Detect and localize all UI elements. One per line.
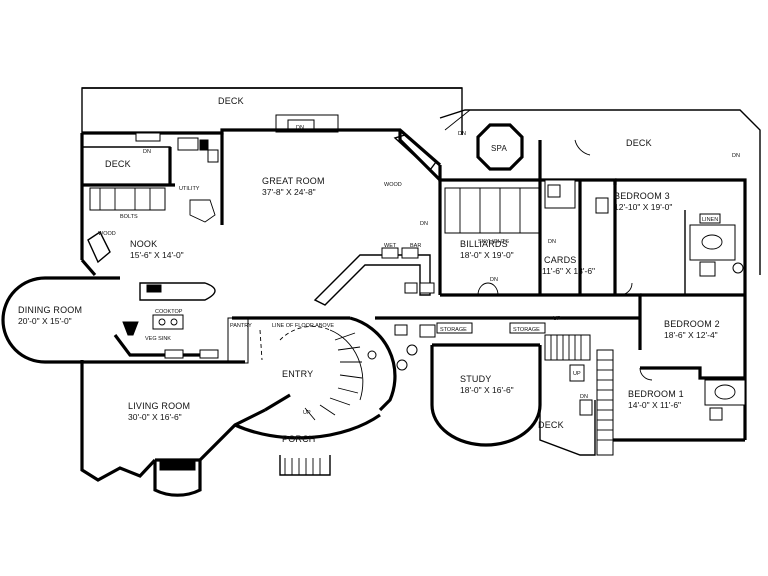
entry-hall-extras [367, 350, 408, 371]
porch: PORCH [234, 413, 381, 476]
billiards-cards: SKYLIGHTS BILLIARDS 18'-0" X 19'-0" DN D… [420, 139, 595, 296]
svg-text:STORAGE: STORAGE [513, 327, 540, 333]
porch-name: PORCH [282, 434, 316, 444]
svg-text:LINE OF FLOOR ABOVE: LINE OF FLOOR ABOVE [272, 323, 334, 329]
deck-bottom-label: DECK [538, 420, 564, 430]
deck-right-label: DECK [626, 138, 652, 148]
svg-text:DN: DN [143, 149, 151, 155]
svg-text:UP: UP [553, 316, 561, 322]
deck-bottom: DECK DN UP [538, 349, 614, 456]
dining-room-dim: 20'-0" X 15'-0" [18, 316, 72, 326]
bedroom1-dim: 14'-0" X 11'-6" [628, 400, 681, 410]
svg-text:VEG SINK: VEG SINK [145, 336, 171, 342]
great-room-dim: 37'-8" X 24'-8" [262, 187, 316, 197]
svg-text:UP: UP [303, 410, 311, 416]
spa: SPA DN [444, 109, 524, 171]
svg-text:DN: DN [490, 277, 498, 283]
bedroom1-name: BEDROOM 1 [628, 389, 684, 399]
secondary-stair [544, 334, 591, 361]
dining-room-name: DINING ROOM [18, 305, 82, 315]
svg-text:WOOD: WOOD [98, 231, 116, 237]
deck-top: DN [81, 87, 463, 135]
great-room-name: GREAT ROOM [262, 176, 325, 186]
svg-text:DN: DN [420, 221, 428, 227]
svg-text:COOKTOP: COOKTOP [155, 309, 183, 315]
svg-text:LINEN: LINEN [702, 217, 718, 223]
spa-name: SPA [491, 144, 507, 153]
svg-text:PANTRY: PANTRY [230, 323, 252, 329]
svg-text:DN: DN [296, 125, 304, 131]
billiards-name: BILLIARDS [460, 239, 508, 249]
living-room-name: LIVING ROOM [128, 401, 190, 411]
bolts-closets: BOLTS [89, 187, 166, 220]
svg-text:UTILITY: UTILITY [179, 186, 200, 192]
bedroom-2: BEDROOM 2 18'-6" X 12'-4" [619, 282, 720, 340]
deck-top-label: DECK [218, 96, 244, 106]
svg-text:DN: DN [580, 394, 588, 400]
cards-dim: 11'-6" X 13'-6" [542, 266, 595, 276]
nook-dim: 15'-6" X 14'-0" [130, 250, 184, 260]
svg-text:DN: DN [458, 131, 466, 137]
bedroom-1: BEDROOM 1 14'-0" X 11'-6" [628, 367, 746, 421]
svg-text:BAR: BAR [410, 243, 421, 249]
study-name: STUDY [460, 374, 492, 384]
bedroom2-dim: 18'-6" X 12'-4" [664, 330, 718, 340]
bedroom2-name: BEDROOM 2 [664, 319, 720, 329]
main-corridor: STORAGE STORAGE UP [232, 316, 640, 361]
exterior-stair [596, 349, 614, 456]
deck-left-label: DECK [105, 159, 131, 169]
bedroom3-dim: 12'-10" X 19'-0" [614, 202, 672, 212]
great-room: WOOD GREAT ROOM 37'-8" X 24'-8" WET BAR [220, 130, 442, 306]
bedroom3-name: BEDROOM 3 [614, 191, 670, 201]
cards-name: CARDS [544, 255, 577, 265]
nook: WOOD NOOK 15'-6" X 14'-0" COOKTOP VEG SI… [87, 230, 263, 364]
svg-text:BOLTS: BOLTS [120, 214, 138, 220]
bedroom-3: BEDROOM 3 12'-10" X 19'-0" LINEN [595, 180, 744, 295]
study: STUDY 18'-0" X 16'-6" [430, 343, 542, 447]
svg-text:WET: WET [384, 243, 397, 249]
exterior-walls [80, 109, 761, 482]
svg-text:SKYLIGHTS: SKYLIGHTS [478, 239, 509, 245]
deck-left-area: DECK DN UTILITY BOLTS [82, 132, 219, 223]
svg-text:STORAGE: STORAGE [440, 327, 467, 333]
study-dim: 18'-0" X 16'-6" [460, 385, 514, 395]
entry: LINE OF FLOOR ABOVE ENTRY UP [264, 316, 397, 421]
deck-right: DECK DN [626, 138, 740, 159]
dining-room: DINING ROOM 20'-0" X 15'-0" [1, 276, 139, 364]
svg-text:WOOD: WOOD [384, 182, 402, 188]
living-room-dim: 30'-0" X 16'-6" [128, 412, 182, 422]
svg-text:DN: DN [732, 153, 740, 159]
svg-text:DN: DN [548, 239, 556, 245]
billiards-dim: 18'-0" X 19'-0" [460, 250, 514, 260]
nook-name: NOOK [130, 239, 157, 249]
entry-name: ENTRY [282, 369, 313, 379]
svg-text:UP: UP [573, 371, 581, 377]
